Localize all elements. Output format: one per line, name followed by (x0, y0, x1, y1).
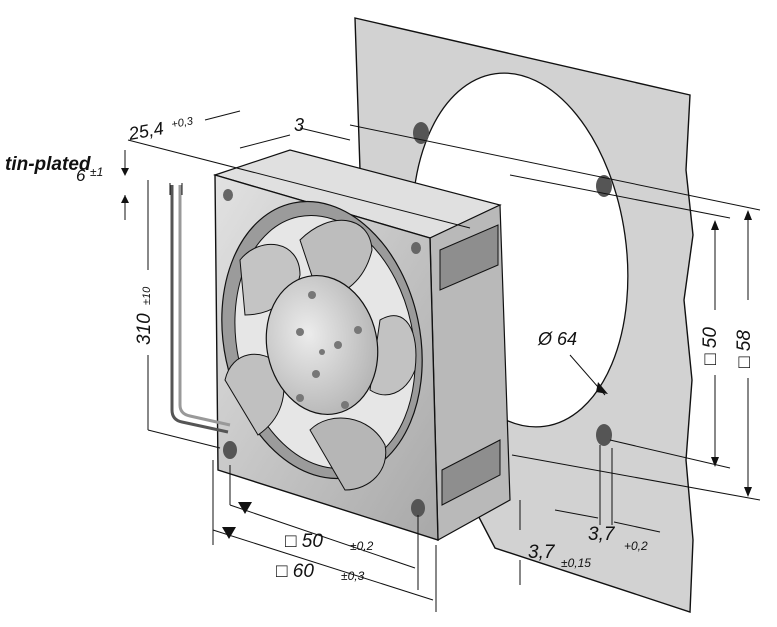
label-hole-dia-tol: ±0,15 (561, 556, 591, 570)
label-panel-hole-dia: 3,7 (588, 524, 616, 545)
label-hole-spacing-front-tol: ±0,2 (350, 539, 374, 553)
label-panel-size: □ 58 (734, 330, 755, 368)
dimension-labels: tin-plated 6 ±1 25,4 +0,3 3 310 ±10 □ 50… (5, 115, 755, 583)
label-depth-tol: +0,3 (170, 115, 194, 131)
label-depth: 25,4 (126, 118, 165, 144)
label-flange: 3 (294, 115, 304, 135)
label-hole-dia: 3,7 (528, 542, 556, 563)
label-strip-length: 6 (76, 166, 86, 185)
label-cutout-dia: Ø 64 (537, 329, 577, 349)
label-lead-length: 310 (134, 313, 155, 345)
fan-hub (265, 274, 379, 416)
label-panel-hole-spacing: □ 50 (700, 327, 721, 365)
label-panel-hole-dia-tol: +0,2 (624, 539, 648, 553)
fan-body (212, 149, 511, 542)
label-frame-size-front: □ 60 (276, 561, 314, 582)
label-tin-plated: tin-plated (5, 154, 91, 175)
dimension-lines (121, 110, 761, 612)
label-strip-tol: ±1 (90, 165, 103, 179)
panel-hole-br (596, 424, 612, 446)
label-lead-length-tol: ±10 (141, 286, 153, 305)
panel-hole-tr (596, 175, 612, 197)
label-hole-spacing-front: □ 50 (285, 531, 323, 552)
label-frame-size-front-tol: ±0,3 (341, 569, 365, 583)
lead-wires (169, 183, 231, 434)
